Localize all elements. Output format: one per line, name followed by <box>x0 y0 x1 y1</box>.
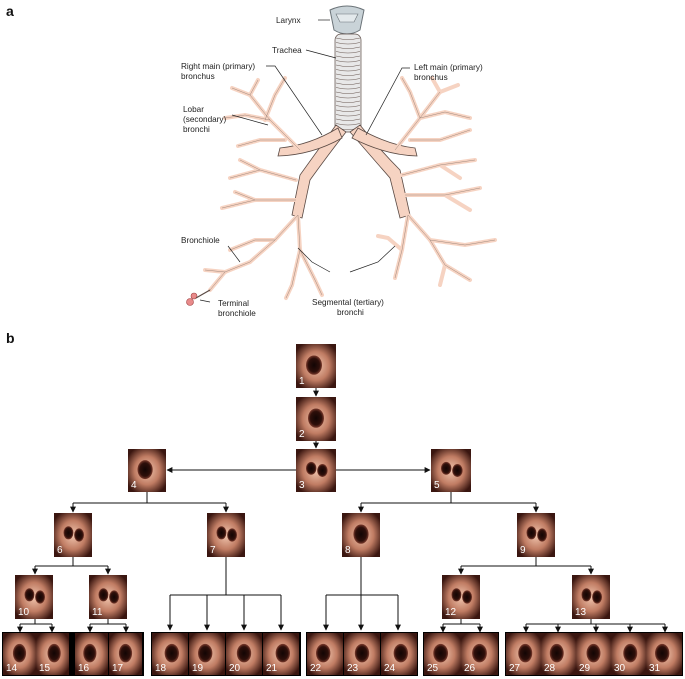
endoscopy-image-8: 8 <box>342 513 380 557</box>
node-label-18: 18 <box>155 663 167 674</box>
label-terminal-2: bronchiole <box>218 309 256 318</box>
label-lobar-1: Lobar <box>183 105 204 114</box>
label-terminal-1: Terminal <box>218 299 249 308</box>
endoscopy-image-6: 6 <box>54 513 92 557</box>
endoscopy-image-9: 9 <box>517 513 555 557</box>
endoscopy-image-10: 10 <box>15 575 53 619</box>
node-label-25: 25 <box>427 663 439 674</box>
node-label-7: 7 <box>210 545 216 556</box>
endoscopy-image-21: 21 <box>263 633 299 675</box>
endoscopy-image-29: 29 <box>576 633 611 675</box>
node-label-19: 19 <box>192 663 204 674</box>
node-label-28: 28 <box>544 663 556 674</box>
label-left-main-2: bronchus <box>414 73 448 82</box>
node-label-26: 26 <box>464 663 476 674</box>
label-segmental-2: bronchi <box>337 308 364 317</box>
endoscopy-image-30: 30 <box>611 633 646 675</box>
endoscopy-image-17: 17 <box>109 633 142 675</box>
node-label-16: 16 <box>78 663 90 674</box>
endoscopy-image-13: 13 <box>572 575 610 619</box>
node-label-2: 2 <box>299 429 305 440</box>
node-label-11: 11 <box>92 607 103 618</box>
node-label-8: 8 <box>345 545 351 556</box>
endoscopy-image-22: 22 <box>307 633 343 675</box>
endoscopy-image-5: 5 <box>431 449 471 492</box>
trachea-shape <box>334 33 362 133</box>
label-lobar-3: bronchi <box>183 125 210 134</box>
endoscopy-image-20: 20 <box>226 633 262 675</box>
label-segmental-1: Segmental (tertiary) <box>312 298 384 307</box>
label-trachea: Trachea <box>272 46 302 55</box>
endoscopy-image-19: 19 <box>189 633 225 675</box>
leader-lines <box>199 19 410 303</box>
endoscopy-image-15: 15 <box>36 633 69 675</box>
panel-a-letter: a <box>6 3 14 19</box>
label-right-main-1: Right main (primary) <box>181 62 255 71</box>
endoscopy-image-24: 24 <box>381 633 417 675</box>
endoscopy-image-12: 12 <box>442 575 480 619</box>
node-label-15: 15 <box>39 663 51 674</box>
node-label-13: 13 <box>575 607 587 618</box>
endoscopy-image-25: 25 <box>424 633 461 675</box>
endoscopy-image-1: 1 <box>296 344 336 388</box>
node-label-20: 20 <box>229 663 241 674</box>
endoscopy-image-23: 23 <box>344 633 380 675</box>
endoscopy-image-28: 28 <box>541 633 576 675</box>
node-label-3: 3 <box>299 480 305 491</box>
endoscopy-image-7: 7 <box>207 513 245 557</box>
main-bronchi-shape <box>277 124 418 219</box>
endoscopy-image-14: 14 <box>3 633 36 675</box>
node-label-31: 31 <box>649 663 661 674</box>
endoscopy-image-18: 18 <box>152 633 188 675</box>
node-label-24: 24 <box>384 663 396 674</box>
label-lobar-2: (secondary) <box>183 115 227 124</box>
node-label-27: 27 <box>509 663 521 674</box>
endoscopy-image-27: 27 <box>506 633 541 675</box>
node-label-4: 4 <box>131 480 137 491</box>
panel-b-letter: b <box>6 330 15 346</box>
node-label-17: 17 <box>112 663 124 674</box>
node-label-21: 21 <box>266 663 278 674</box>
node-label-14: 14 <box>6 663 18 674</box>
node-label-1: 1 <box>299 376 305 387</box>
node-label-6: 6 <box>57 545 63 556</box>
node-label-12: 12 <box>445 607 457 618</box>
endoscopy-image-26: 26 <box>461 633 498 675</box>
tree-connectors <box>17 388 668 633</box>
label-larynx: Larynx <box>276 16 301 25</box>
node-label-5: 5 <box>434 480 440 491</box>
panel-a-labels: Larynx Trachea Right main (primary) bron… <box>181 16 483 318</box>
endoscopy-image-11: 11 <box>89 575 127 619</box>
node-label-22: 22 <box>310 663 322 674</box>
label-right-main-2: bronchus <box>181 72 215 81</box>
node-label-30: 30 <box>614 663 626 674</box>
label-bronchiole: Bronchiole <box>181 236 220 245</box>
left-lung-branches <box>376 76 497 287</box>
bronchial-tree-illustration <box>186 5 497 306</box>
node-label-10: 10 <box>18 607 30 618</box>
label-left-main-1: Left main (primary) <box>414 63 483 72</box>
node-label-29: 29 <box>579 663 591 674</box>
endoscopy-image-16: 16 <box>75 633 108 675</box>
node-label-23: 23 <box>347 663 359 674</box>
endoscopy-image-2: 2 <box>296 397 336 441</box>
endoscopy-image-3: 3 <box>296 449 336 492</box>
endoscopy-image-31: 31 <box>646 633 682 675</box>
node-label-9: 9 <box>520 545 526 556</box>
endoscopy-image-4: 4 <box>128 449 166 492</box>
